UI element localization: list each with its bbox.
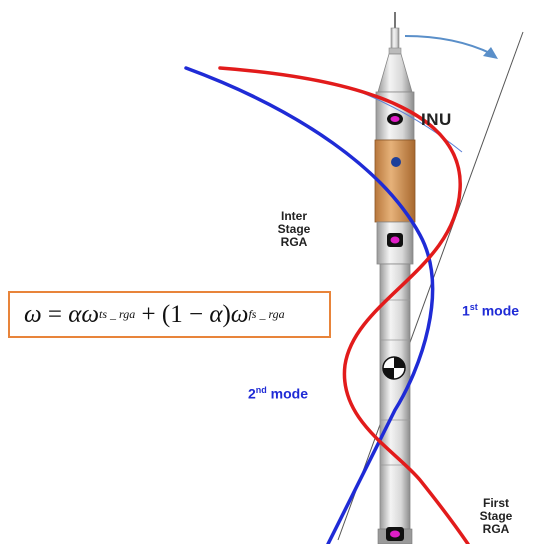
first-mode-shape-curve	[184, 66, 435, 544]
second-mode-shape-curve	[218, 66, 470, 544]
formula-one-minus: (1 −	[161, 300, 210, 328]
first-stage-rga-line3: RGA	[482, 522, 510, 536]
formula-alpha-2: α	[209, 300, 223, 328]
second-mode-ordinal: nd	[255, 385, 267, 395]
first-stage-rga-line1: First	[482, 496, 509, 510]
upper-stage-tank	[374, 139, 416, 223]
inter-stage-rga-line1: Inter	[280, 209, 307, 223]
inter-stage-rga-line3: RGA	[280, 235, 308, 249]
first-stage-booster	[379, 263, 411, 530]
inu-label: INU	[421, 110, 452, 129]
first-mode-label: 1st mode	[462, 302, 519, 319]
nasa-logo-icon	[391, 157, 401, 167]
second-mode-number: 2	[248, 385, 256, 402]
formula-omega: ω	[24, 300, 42, 328]
second-mode-text: mode	[266, 385, 309, 402]
formula-subscript-ts-rga: ts _ rga	[99, 307, 136, 321]
formula-plus: +	[135, 300, 162, 328]
first-mode-text: mode	[477, 302, 520, 319]
formula-omega-fs: ω	[230, 300, 249, 328]
second-mode-label: 2nd mode	[248, 385, 308, 402]
formula-alpha: α	[68, 300, 82, 328]
first-stage-rga-sensor-icon	[386, 527, 404, 541]
first-stage-rga-label: First Stage RGA	[466, 497, 526, 536]
first-mode-ordinal: st	[469, 302, 478, 312]
formula-subscript-fs-rga: fs _ rga	[248, 307, 285, 321]
rotation-arrow	[404, 35, 498, 59]
formula-close-paren: )	[222, 300, 231, 328]
first-mode-number: 1	[462, 302, 470, 319]
deflected-axis-line	[337, 31, 524, 541]
center-of-gravity-icon	[382, 356, 406, 380]
formula-omega-ts: ω	[81, 300, 100, 328]
inter-stage-rga-label: Inter Stage RGA	[266, 210, 322, 249]
inter-stage-rga-line2: Stage	[277, 222, 311, 236]
inter-stage-rga-sensor-icon	[387, 233, 403, 247]
rocket	[374, 12, 416, 544]
formula-equals: =	[41, 300, 69, 328]
inu-sensor-icon	[387, 113, 403, 125]
first-stage-rga-line2: Stage	[479, 509, 513, 523]
